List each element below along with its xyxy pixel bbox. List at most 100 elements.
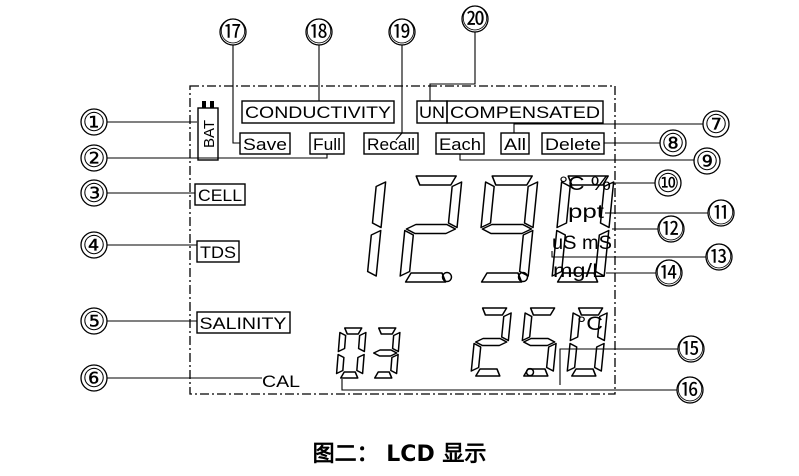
callout-8: ⑧ xyxy=(659,128,687,158)
main-reading-digit-1 xyxy=(399,175,463,283)
callout-5: ⑤ xyxy=(80,306,108,336)
main-reading-display xyxy=(366,175,615,283)
main-reading-digit-3-segment-e xyxy=(551,229,567,277)
indicator-salinity-label: SALINITY xyxy=(200,314,287,333)
indicator-save-label: Save xyxy=(243,135,287,154)
temperature-digit-0-segment-a xyxy=(481,307,508,316)
cal-number-digit-1-segment-a xyxy=(377,327,397,335)
cal-number-digit-0-segment-f xyxy=(337,331,347,353)
callout-13: ⑬ xyxy=(705,242,733,272)
cal-number-digit-1 xyxy=(372,327,401,379)
main-reading-digit-3-segment-a xyxy=(567,175,609,186)
indicator-salinity: SALINITY xyxy=(196,311,291,334)
temperature-display xyxy=(470,307,608,377)
indicator-recall-label: Recall xyxy=(367,135,415,154)
leader-17 xyxy=(232,45,240,144)
cal-number-display xyxy=(335,327,401,379)
callout-14: ⑭ xyxy=(655,258,683,288)
main-reading-digit-2-segment-g xyxy=(481,223,533,235)
indicator-each: Each xyxy=(435,132,485,155)
indicator-each-label: Each xyxy=(439,135,481,154)
main-reading-digit-2-segment-c xyxy=(518,229,534,277)
cal-number-digit-0-segment-b xyxy=(357,331,367,353)
indicator-recall: Recall xyxy=(363,132,419,155)
callout-15-label: ⑮ xyxy=(678,334,704,364)
cal-number-digit-1-segment-b xyxy=(391,331,401,353)
callout-20: ⑳ xyxy=(461,4,489,34)
leader-7 xyxy=(513,123,703,133)
temperature-digit-1-segment-a xyxy=(529,307,556,316)
temperature-digit-2-segment-c xyxy=(593,342,605,372)
callout-11: ⑪ xyxy=(707,198,735,228)
main-reading-digit-1-segment-g xyxy=(405,223,457,235)
main-reading-decimal-point xyxy=(517,271,529,283)
main-reading-digit-0-segment-b xyxy=(371,181,387,229)
callout-10-label: ⑩ xyxy=(656,168,679,198)
main-reading-digit-2-segment-f xyxy=(480,181,495,229)
unit-mg-l: mg/L xyxy=(553,261,605,282)
main-reading-digit-2-segment-a xyxy=(491,175,533,186)
figure-caption: 图二： LCD 显示 xyxy=(312,442,487,467)
callout-19: ⑲ xyxy=(388,17,416,47)
main-reading-digit-1-segment-a xyxy=(415,175,457,186)
callout-12-label: ⑫ xyxy=(658,214,684,244)
indicator-full: Full xyxy=(309,132,345,155)
leader-13 xyxy=(551,251,706,258)
indicator-tds: TDS xyxy=(196,240,240,263)
leader-15 xyxy=(559,348,678,385)
unit-ppt: ppt xyxy=(568,202,605,223)
callout-9-label: ⑨ xyxy=(695,146,718,176)
indicator-conductivity: CONDUCTIVITY xyxy=(241,100,395,124)
indicator-cell-label: CELL xyxy=(198,186,242,205)
indicator-all: All xyxy=(500,132,530,155)
callout-3: ③ xyxy=(80,178,108,208)
callout-4: ④ xyxy=(80,230,108,260)
cal-number-digit-1-segment-g xyxy=(372,349,398,357)
temperature-digit-2-segment-b xyxy=(596,312,608,342)
callout-13-label: ⑬ xyxy=(706,242,732,272)
indicator-cal-label: CAL xyxy=(262,372,300,391)
indicator-all-label: All xyxy=(504,135,526,154)
main-reading-digit-3-segment-d xyxy=(556,272,599,283)
temperature-digit-0-segment-b xyxy=(500,312,512,342)
temperature-digit-0-segment-d xyxy=(475,368,501,377)
indicator-tds-label: TDS xyxy=(200,243,236,262)
main-reading-decimal-point xyxy=(441,271,453,283)
callout-1: ① xyxy=(80,107,108,137)
cal-number-digit-0-segment-a xyxy=(343,327,363,335)
indicator-uncompensated: UN COMPENSATED xyxy=(416,100,604,124)
main-reading-digit-1-segment-b xyxy=(447,181,463,229)
callout-17-label: ⑰ xyxy=(220,17,246,47)
temperature-digit-1-segment-f xyxy=(521,312,533,342)
main-reading-digit-2-segment-d xyxy=(480,272,523,283)
indicator-save: Save xyxy=(239,132,291,155)
main-reading-digit-3 xyxy=(551,175,615,283)
main-reading-digit-2-segment-b xyxy=(523,181,539,229)
callout-18: ⑱ xyxy=(305,17,333,47)
leader-16 xyxy=(341,379,677,391)
callout-2-label: ② xyxy=(82,143,105,173)
temperature-decimal-point xyxy=(525,367,535,377)
indicator-delete-label: Delete xyxy=(545,135,601,154)
cal-number-digit-1-segment-c xyxy=(390,353,399,375)
leader-2 xyxy=(107,154,328,159)
temperature-digit-0 xyxy=(470,307,512,377)
main-reading-digit-0-segment-c xyxy=(366,229,382,277)
main-reading-digit-3-segment-f xyxy=(556,181,571,229)
main-reading-digit-3-segment-c xyxy=(594,229,610,277)
callout-4-label: ④ xyxy=(82,230,105,260)
temperature-digit-2-segment-a xyxy=(577,307,604,316)
temperature-digit-2-segment-f xyxy=(569,312,581,342)
callout-5-label: ⑤ xyxy=(82,306,105,336)
indicator-conductivity-label: CONDUCTIVITY xyxy=(245,103,391,122)
temperature-digit-2-segment-e xyxy=(566,342,578,372)
callout-9: ⑨ xyxy=(693,146,721,176)
leader-9 xyxy=(459,154,694,161)
temperature-digit-1-segment-c xyxy=(545,342,557,372)
callout-2: ② xyxy=(80,143,108,173)
leader-20 xyxy=(429,32,476,101)
callout-15: ⑮ xyxy=(677,334,705,364)
main-reading-digit-0 xyxy=(366,181,387,277)
temperature-digit-0-segment-g xyxy=(474,337,508,347)
